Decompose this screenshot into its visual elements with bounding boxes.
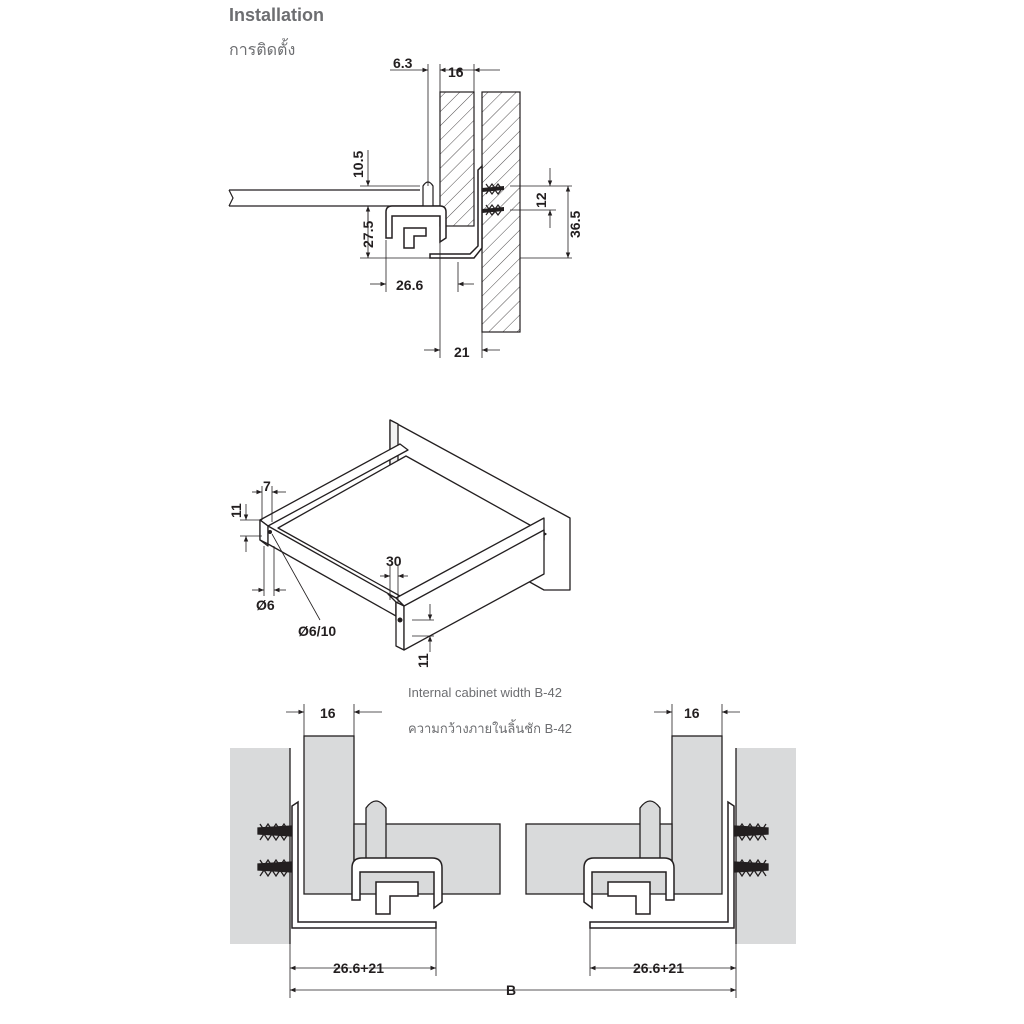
dim-11-bottom: 11 [415, 653, 431, 668]
dim-span-right: 26.6+21 [633, 960, 684, 976]
drawer-side-panel [439, 91, 475, 227]
dim-6-3: 6.3 [393, 55, 413, 71]
screw-icon [482, 183, 504, 195]
drawer-side-right [671, 735, 723, 895]
dim-16-top: 16 [448, 64, 464, 80]
screw-icon [733, 858, 769, 878]
screw-icon [257, 858, 293, 878]
dim-11-top: 11 [228, 503, 244, 518]
drawer-side-face [403, 529, 545, 651]
runner-profile [385, 164, 483, 259]
dim-16-right: 16 [684, 705, 700, 721]
section-view: 6.3 16 10.5 12 36.5 27.5 26.6 21 [228, 55, 583, 360]
runner-profile-right [583, 800, 735, 929]
dim-12: 12 [533, 192, 549, 208]
dim-6: Ø6 [256, 597, 275, 613]
screw-icon [482, 204, 504, 216]
dim-7: 7 [263, 478, 271, 494]
isometric-drawer-view [240, 419, 571, 652]
drawer-side-left [303, 735, 355, 895]
dim-27-5: 27.5 [360, 221, 376, 248]
cabinet-width-note-thai: ความกว้างภายในลิ้นชัก B-42 [408, 719, 572, 736]
dim-16-left: 16 [320, 705, 336, 721]
screw-icon [257, 822, 293, 842]
locking-peg-left [365, 800, 387, 863]
dim-total-b: B [506, 982, 516, 998]
drawer-bottom-board [228, 189, 440, 207]
page-subtitle: การติดตั้ง [229, 40, 296, 59]
locking-peg-right [639, 800, 661, 863]
dim-21: 21 [454, 344, 470, 360]
front-view-dimensions [286, 704, 740, 998]
dim-30: 30 [386, 553, 402, 569]
screw-icon [733, 822, 769, 842]
front-view-right [525, 735, 796, 944]
dim-26-6: 26.6 [396, 277, 423, 293]
cabinet-wall-right [736, 748, 796, 944]
dim-span-left: 26.6+21 [333, 960, 384, 976]
dim-10-5: 10.5 [350, 151, 366, 178]
dim-6-10: Ø6/10 [298, 623, 336, 639]
cabinet-wall-left [230, 748, 290, 944]
dim-36-5: 36.5 [567, 211, 583, 238]
cabinet-width-note: Internal cabinet width B-42 [408, 685, 562, 700]
front-view-left [230, 735, 501, 944]
page-title: Installation [229, 5, 325, 25]
